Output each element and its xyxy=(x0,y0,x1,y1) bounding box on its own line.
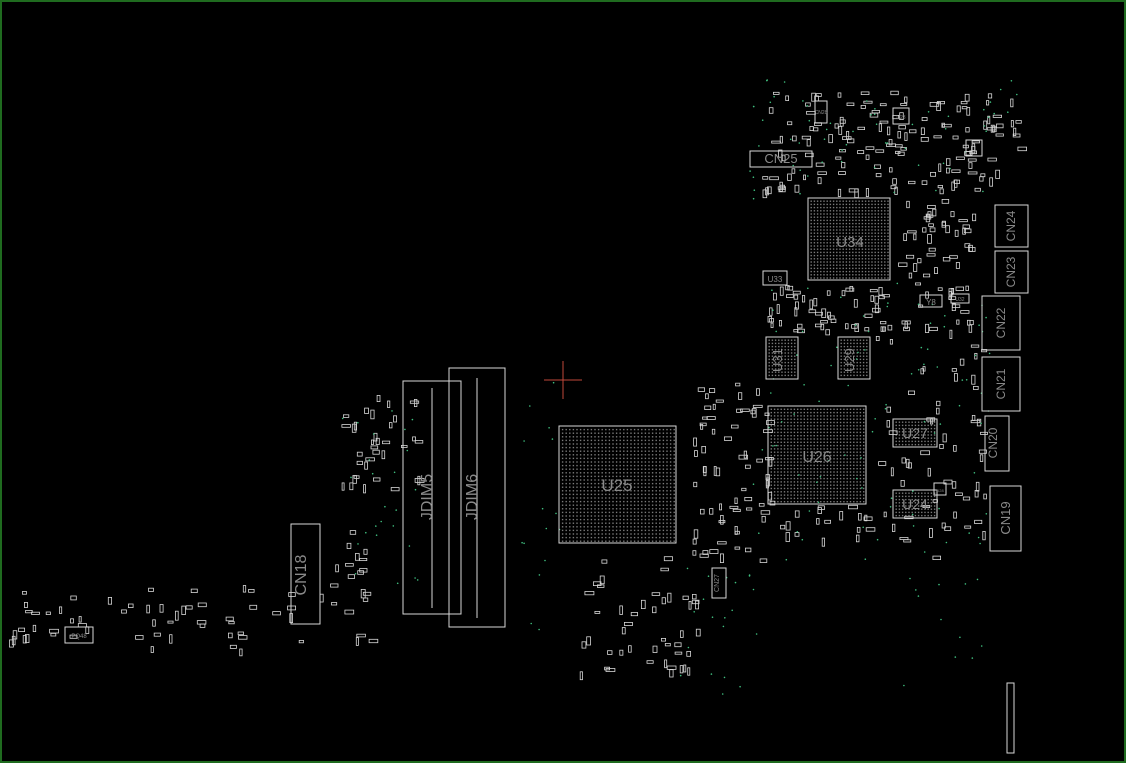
label-u29: U29 xyxy=(842,348,857,372)
bga-ball-grids xyxy=(561,200,936,542)
ic-u23[interactable]: U23 xyxy=(892,107,910,125)
ic-u31[interactable]: U31 xyxy=(765,336,799,380)
label-cn22: CN22 xyxy=(994,307,1008,338)
label-cn24: CN24 xyxy=(1004,210,1018,241)
dimm-slot-jdim5[interactable]: JDIM5 xyxy=(402,380,462,615)
label-cn23: CN23 xyxy=(1004,256,1018,287)
chip-u25[interactable]: U25 xyxy=(558,425,677,544)
label-u26: U26 xyxy=(802,449,831,466)
connector-cn22[interactable]: CN22 xyxy=(981,295,1021,351)
label-jdim6: JDIM6 xyxy=(464,474,481,520)
label-jdim5: JDIM5 xyxy=(419,474,436,520)
label-u33: U33 xyxy=(768,275,783,284)
connector-cn23[interactable]: CN23 xyxy=(994,250,1029,294)
connector-cn19[interactable]: CN19 xyxy=(989,485,1022,552)
ic-u32-small[interactable] xyxy=(965,139,983,157)
label-u34: U34 xyxy=(836,234,864,251)
connector-cn21[interactable]: CN21 xyxy=(981,356,1021,412)
chip-u26[interactable]: U26 xyxy=(767,405,867,505)
ic-u29[interactable]: U29 xyxy=(837,336,871,380)
label-cn27: CN27 xyxy=(714,574,721,592)
label-cn21: CN21 xyxy=(994,368,1008,399)
label-u24: U24 xyxy=(902,496,928,512)
chip-u34[interactable]: U34 xyxy=(807,197,891,281)
ic-u24[interactable]: U24 xyxy=(892,489,938,519)
ic-u32[interactable]: U32 xyxy=(950,293,970,304)
label-u31: U31 xyxy=(770,348,785,372)
label-cn28: CN28 xyxy=(815,110,828,116)
connector-cn18[interactable]: CN18 xyxy=(290,523,321,625)
crystal-y8[interactable]: Y8 xyxy=(919,294,943,308)
label-u32: U32 xyxy=(955,297,964,303)
connector-cn28[interactable]: CN28 xyxy=(814,100,828,124)
label-cn18: CN18 xyxy=(293,554,310,595)
smd-components xyxy=(9,90,1028,681)
label-y8: Y8 xyxy=(926,298,936,307)
label-u27: U27 xyxy=(902,425,928,441)
label-cn19: CN19 xyxy=(998,501,1013,534)
label-u25: U25 xyxy=(601,476,632,495)
connector-cn25[interactable]: CN25 xyxy=(749,150,813,168)
label-u23: U23 xyxy=(896,115,905,121)
dimm-slot-jdim6[interactable]: JDIM6 xyxy=(448,367,506,628)
ic-u28[interactable]: U28 xyxy=(933,482,947,496)
ic-u27[interactable]: U27 xyxy=(892,418,938,448)
ic-u33[interactable]: U33 xyxy=(762,270,788,286)
label-cn25: CN25 xyxy=(764,151,797,166)
connector-cn24[interactable]: CN24 xyxy=(994,204,1029,248)
label-u28: U28 xyxy=(936,488,944,493)
label-cn20: CN20 xyxy=(986,427,1000,458)
connector-cn27[interactable]: CN27 xyxy=(711,567,727,599)
header-bottom-right[interactable] xyxy=(1006,682,1015,754)
mosfet-pq48[interactable]: PQ48 xyxy=(64,626,94,644)
label-pq48: PQ48 xyxy=(71,634,87,640)
connector-cn20[interactable]: CN20 xyxy=(984,415,1010,472)
probe-cursor xyxy=(544,361,582,399)
